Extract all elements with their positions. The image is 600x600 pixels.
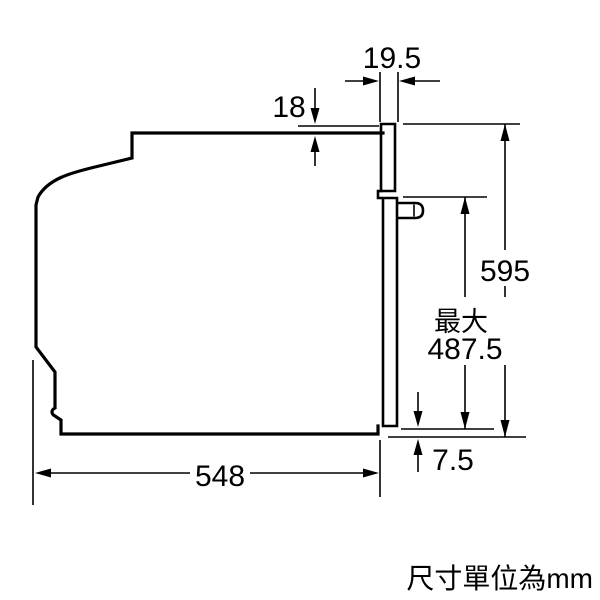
dimension-labels: 19.5 18 595 最大 487.5 7.5 548 (195, 42, 530, 493)
dim-595-top-arrow (500, 124, 510, 141)
dim-18-up-arrow (310, 136, 320, 152)
label-max: 最大 (434, 307, 488, 337)
label-mask-595 (478, 250, 532, 286)
dim-595-bottom-arrow (500, 420, 510, 437)
dim-548-left-arrow (35, 468, 51, 478)
dim-487-bottom-arrow (460, 412, 470, 429)
label-bottom-clearance: 7.5 (432, 444, 474, 477)
dim-7-5-down-arrow (413, 411, 423, 427)
dimension-lines (35, 76, 510, 478)
dim-18-down-arrow (310, 108, 320, 124)
dim-548-right-arrow (363, 468, 379, 478)
dim-487-top-arrow (460, 197, 470, 214)
label-depth: 548 (195, 460, 245, 493)
dim-19-5-left-arrow (363, 76, 379, 86)
dim-19-5-right-arrow (399, 76, 415, 86)
label-panel-thickness: 19.5 (363, 42, 421, 75)
oven-body-outline (34, 131, 385, 436)
door-handle (397, 201, 425, 220)
label-top-overlap: 18 (272, 91, 305, 124)
label-total-height: 595 (480, 255, 530, 288)
extension-lines (32, 72, 526, 505)
oven-body (34, 122, 425, 436)
unit-note: 尺寸單位為mm (406, 563, 593, 594)
label-max-height: 487.5 (427, 333, 502, 366)
label-mask-max (424, 297, 506, 365)
door-panel (381, 196, 399, 428)
label-mask-548 (190, 457, 250, 489)
fascia-door-step (376, 189, 383, 200)
dim-7-5-up-arrow (413, 439, 423, 455)
control-fascia (379, 122, 397, 193)
